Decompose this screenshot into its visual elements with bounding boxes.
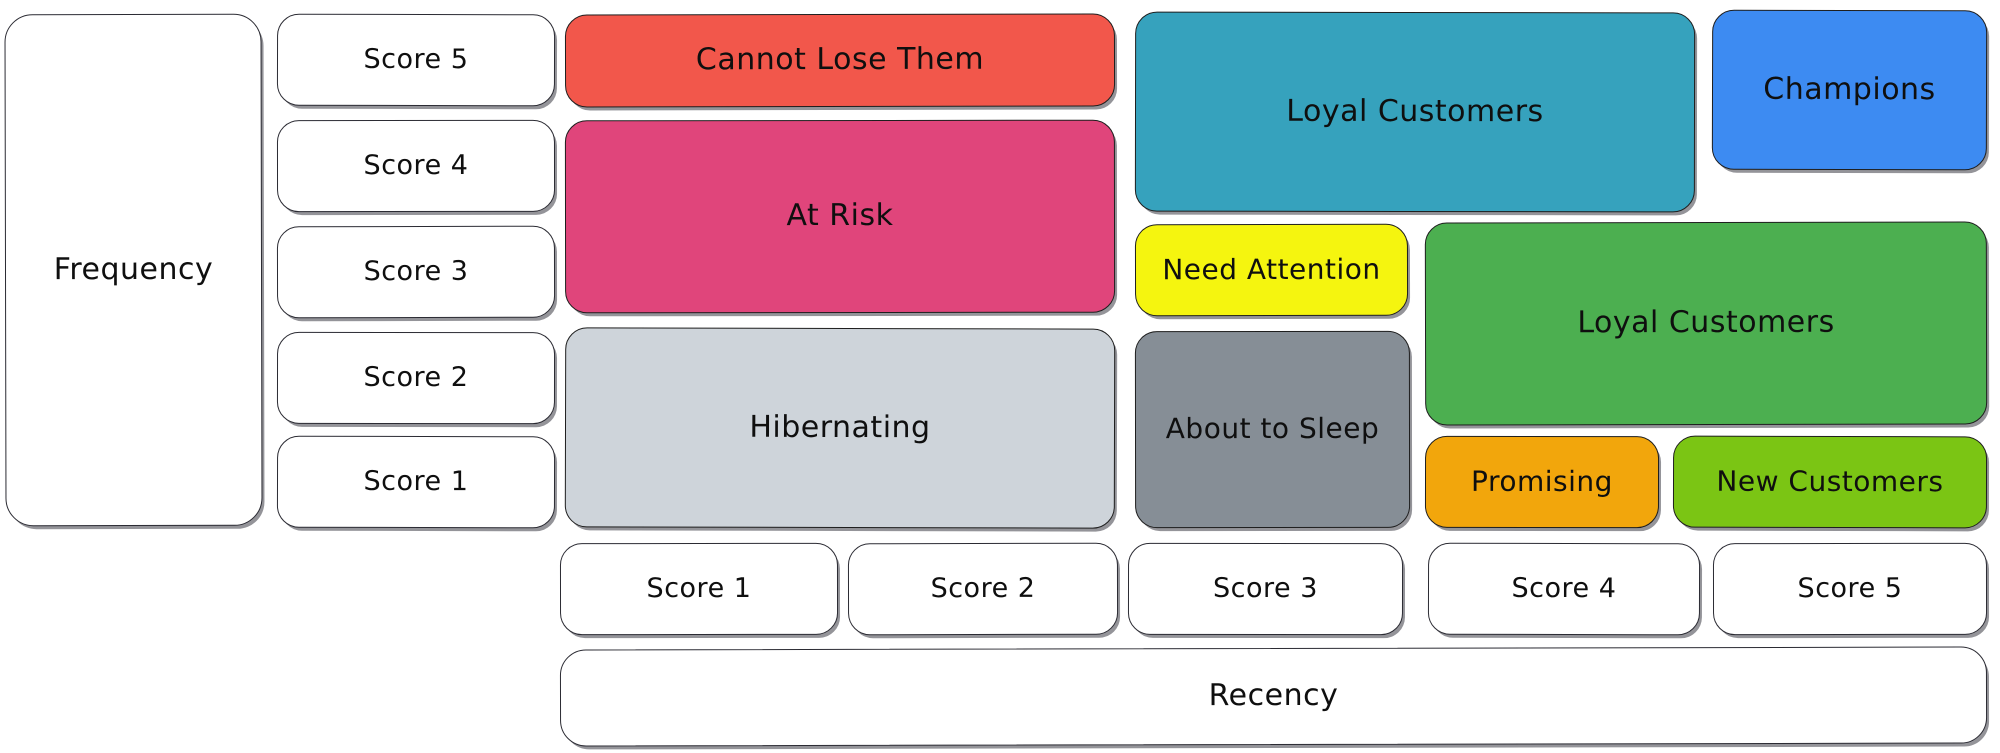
axis-title-frequency: Frequency — [4, 13, 263, 527]
segment-promising-label: Promising — [1471, 464, 1613, 499]
frequency-score-5-label: Score 5 — [363, 44, 469, 76]
segment-at-risk-label: At Risk — [786, 198, 894, 234]
segment-about-to-sleep[interactable]: About to Sleep — [1134, 330, 1411, 529]
axis-title-recency: Recency — [559, 646, 1988, 747]
segment-cannot-lose-them-label: Cannot Lose Them — [695, 41, 985, 78]
recency-score-3[interactable]: Score 3 — [1127, 542, 1404, 636]
segment-champions-label: Champions — [1763, 71, 1936, 107]
axis-title-frequency-label: Frequency — [53, 251, 214, 287]
axis-title-recency-label: Recency — [1208, 678, 1339, 714]
segment-loyal-customers-teal[interactable]: Loyal Customers — [1134, 11, 1696, 213]
segment-at-risk[interactable]: At Risk — [564, 119, 1116, 314]
segment-loyal-customers-green-label: Loyal Customers — [1577, 304, 1835, 341]
recency-score-5-label: Score 5 — [1797, 573, 1903, 605]
segment-loyal-customers-green[interactable]: Loyal Customers — [1424, 221, 1988, 426]
segment-champions[interactable]: Champions — [1711, 9, 1988, 171]
segment-hibernating[interactable]: Hibernating — [564, 327, 1116, 529]
segment-loyal-customers-teal-label: Loyal Customers — [1286, 93, 1544, 129]
frequency-score-4[interactable]: Score 4 — [276, 119, 556, 213]
recency-score-1[interactable]: Score 1 — [559, 542, 839, 636]
frequency-score-3-label: Score 3 — [363, 256, 469, 288]
recency-score-1-label: Score 1 — [646, 573, 752, 605]
recency-score-4-label: Score 4 — [1511, 573, 1617, 605]
segment-need-attention-label: Need Attention — [1162, 252, 1381, 287]
frequency-score-2[interactable]: Score 2 — [276, 331, 556, 425]
segment-promising[interactable]: Promising — [1424, 435, 1660, 529]
frequency-score-1-label: Score 1 — [363, 466, 469, 498]
frequency-score-3[interactable]: Score 3 — [276, 225, 556, 319]
recency-score-5[interactable]: Score 5 — [1712, 542, 1988, 636]
segment-about-to-sleep-label: About to Sleep — [1165, 412, 1380, 446]
frequency-score-1[interactable]: Score 1 — [276, 435, 556, 529]
recency-score-4[interactable]: Score 4 — [1427, 542, 1701, 636]
recency-score-2-label: Score 2 — [930, 573, 1036, 605]
segment-new-customers[interactable]: New Customers — [1672, 435, 1988, 529]
frequency-score-5[interactable]: Score 5 — [276, 13, 556, 107]
segment-cannot-lose-them[interactable]: Cannot Lose Them — [564, 13, 1116, 108]
segment-hibernating-label: Hibernating — [749, 409, 931, 445]
segment-need-attention[interactable]: Need Attention — [1134, 223, 1409, 317]
segment-new-customers-label: New Customers — [1716, 464, 1944, 499]
recency-score-3-label: Score 3 — [1213, 573, 1318, 605]
frequency-score-2-label: Score 2 — [363, 362, 469, 394]
frequency-score-4-label: Score 4 — [363, 150, 469, 182]
recency-score-2[interactable]: Score 2 — [847, 542, 1119, 636]
